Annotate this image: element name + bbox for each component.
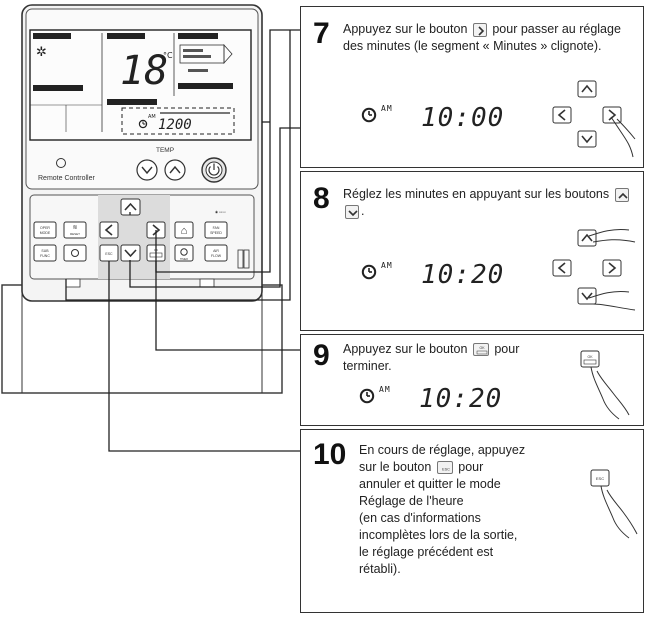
step-10-instructions: En cours de réglage, appuyez sur le bout…	[359, 442, 589, 578]
down-arrow-button	[120, 244, 141, 262]
clock-icon	[361, 264, 377, 280]
step-9-panel: 9 Appuyez sur le bouton OK pour terminer…	[300, 334, 644, 426]
svg-text:OK: OK	[479, 346, 485, 350]
step-7-panel: 7 Appuyez sur le bouton pour passer au r…	[300, 6, 644, 168]
svg-text:≋: ≋	[72, 225, 77, 231]
step-10-line: Réglage de l'heure	[359, 494, 464, 508]
svg-text:MODE: MODE	[40, 231, 51, 235]
svg-text:AM: AM	[148, 114, 156, 120]
sensor-icon	[56, 158, 66, 168]
down-arrow-icon	[345, 204, 359, 219]
step-9-instructions: Appuyez sur le bouton OK pour terminer.	[343, 341, 543, 375]
step-number: 10	[313, 438, 347, 471]
step-8-instructions: Réglez les minutes en appuyant sur les b…	[343, 186, 633, 220]
step-10-line: annuler et quitter le mode	[359, 477, 501, 491]
clock-display: 10:20	[421, 260, 505, 290]
step-text-before: Appuyez sur le bouton	[343, 342, 468, 356]
svg-text:FLOW: FLOW	[211, 254, 222, 258]
step-10-line: incomplètes lors de la sortie,	[359, 528, 518, 542]
svg-text:◉ ▭▭: ◉ ▭▭	[215, 210, 226, 214]
svg-text:FUNC: FUNC	[40, 254, 50, 258]
clock-icon	[359, 388, 375, 404]
step-10-line-with-button: sur le bouton ESC pour	[359, 460, 484, 475]
am-label: AM	[381, 261, 393, 270]
svg-text:1200: 1200	[158, 117, 192, 133]
power-button	[201, 157, 227, 183]
reset-button: ≋RESET	[63, 221, 87, 239]
step-text-after: pour passer au réglage des minutes (le s…	[343, 22, 621, 53]
am-label: AM	[381, 104, 393, 113]
step-number: 8	[313, 182, 330, 215]
esc-hand-icon: ESC	[590, 469, 638, 539]
step-10-line: En cours de réglage, appuyez	[359, 443, 526, 457]
step-10-line: le réglage précédent est	[359, 545, 494, 559]
svg-text:✲: ✲	[36, 45, 47, 60]
svg-text:ESC: ESC	[442, 468, 450, 472]
esc-icon: ESC	[436, 461, 453, 475]
esc-button-controller: ESC	[99, 244, 119, 262]
step-8-panel: 8 Réglez les minutes en appuyant sur les…	[300, 171, 644, 331]
home-button: ⌂	[174, 221, 194, 239]
arrow-pad-icon	[552, 80, 636, 158]
am-label: AM	[379, 385, 391, 394]
svg-text:AIR: AIR	[213, 249, 219, 253]
svg-text:OPER: OPER	[40, 226, 50, 230]
step-text-after: .	[361, 204, 365, 218]
step-text-before: Réglez les minutes en appuyant sur les b…	[343, 187, 610, 201]
clock-display: 10:00	[421, 103, 505, 133]
remote-controller: ✲ 18 °C AM 1200 Remote Controller TEMP	[21, 4, 263, 302]
svg-text:TIMER: TIMER	[180, 257, 188, 261]
step-10-line: (en cas d'informations	[359, 511, 481, 525]
clock-button: TIMER	[174, 244, 194, 262]
svg-text:RESET: RESET	[70, 232, 80, 236]
svg-text:ESC: ESC	[596, 476, 604, 481]
right-arrow-icon	[472, 22, 487, 37]
lcd-clock-area	[121, 107, 235, 135]
step-text-after: pour terminer.	[343, 342, 520, 373]
svg-text:TEMP: TEMP	[156, 147, 174, 154]
step-10-line: rétabli).	[359, 562, 401, 576]
step-number: 9	[313, 339, 330, 372]
lcd-temperature: 18	[120, 48, 168, 94]
svg-text:SUB: SUB	[41, 249, 49, 253]
svg-text:OK: OK	[587, 355, 593, 359]
connector-lines	[65, 29, 300, 452]
left-arrow-button	[99, 221, 119, 239]
clock-icon	[361, 107, 377, 123]
up-arrow-icon	[614, 187, 629, 202]
clock-display: 10:20	[419, 384, 503, 414]
step-number: 7	[313, 17, 330, 50]
step-10-panel: 10 En cours de réglage, appuyez sur le b…	[300, 429, 644, 613]
ok-clear-hand-icon: OK	[580, 350, 630, 420]
temp-up-button	[164, 159, 186, 181]
svg-text:ESC: ESC	[105, 252, 113, 256]
step-7-instructions: Appuyez sur le bouton pour passer au rég…	[343, 21, 633, 55]
temp-down-button	[136, 159, 158, 181]
svg-text:Remote Controller: Remote Controller	[38, 175, 95, 182]
step-text-before: Appuyez sur le bouton	[343, 22, 468, 36]
svg-text:FAN: FAN	[213, 226, 220, 230]
svg-text:SPEED: SPEED	[210, 231, 222, 235]
svg-text:°C: °C	[163, 51, 173, 60]
ok-clear-icon: OK	[472, 343, 489, 357]
timer-button	[63, 244, 87, 262]
arrow-pad-icon	[552, 229, 636, 311]
svg-text:⌂: ⌂	[181, 225, 188, 237]
